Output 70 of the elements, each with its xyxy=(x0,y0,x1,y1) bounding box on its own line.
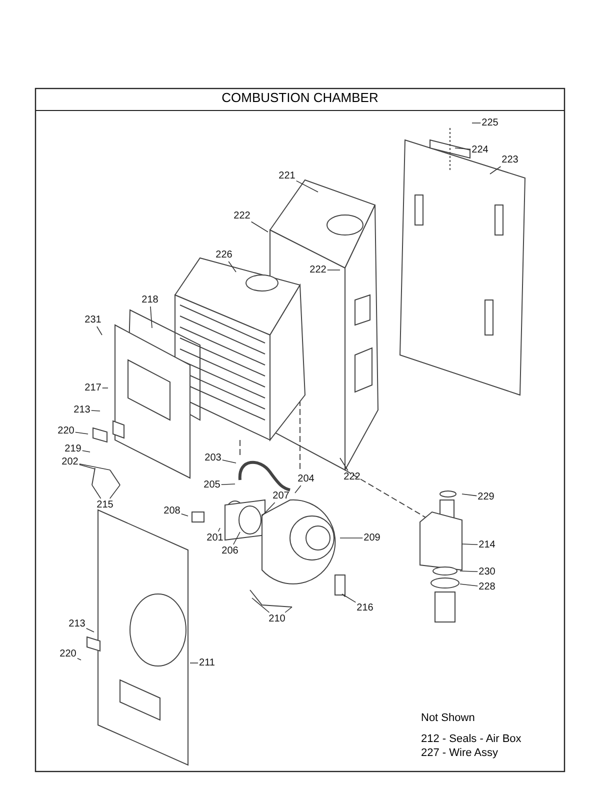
leader-line xyxy=(90,410,100,412)
leader-line xyxy=(460,570,478,572)
diagram-title: COMBUSTION CHAMBER xyxy=(220,90,380,105)
leader-line xyxy=(340,458,348,471)
callout-number: 207 xyxy=(272,490,290,502)
callout-number: 221 xyxy=(278,170,296,182)
callout-number: 213 xyxy=(74,404,90,416)
leader-line xyxy=(74,432,88,434)
leader-line xyxy=(92,484,102,499)
callout-number: 222 xyxy=(234,210,250,222)
callout-number: 229 xyxy=(478,492,494,502)
callout-number: 201 xyxy=(206,532,224,544)
leader-line xyxy=(220,484,236,485)
callout-number: 211 xyxy=(199,658,215,668)
callout-number: 220 xyxy=(60,648,76,660)
callout-number: 220 xyxy=(58,426,74,436)
leader-line xyxy=(78,463,110,470)
callout-number: 222 xyxy=(344,472,360,482)
note-text: 212 - Seals - Air Box xyxy=(421,733,522,745)
leader-line xyxy=(252,598,270,613)
callout-number: 215 xyxy=(96,500,114,510)
leader-line xyxy=(190,662,198,664)
leader-line xyxy=(86,628,94,632)
callout-number: 231 xyxy=(84,314,102,326)
leader-line xyxy=(109,484,120,499)
leader-line xyxy=(454,148,472,150)
callout-number: 209 xyxy=(364,532,380,544)
callout-number: 208 xyxy=(164,506,180,516)
leader-line xyxy=(180,514,188,516)
leader-line xyxy=(218,528,220,532)
callout-number: 213 xyxy=(68,618,86,630)
callout-number: 228 xyxy=(478,582,496,592)
leader-line xyxy=(284,606,292,613)
callout-number: 216 xyxy=(356,602,374,614)
callout-number: 225 xyxy=(482,118,498,128)
callout-number: 222 xyxy=(310,264,326,276)
leader-line xyxy=(296,180,318,192)
callout-number: 223 xyxy=(502,154,518,166)
callout-number: 210 xyxy=(268,614,286,624)
leader-line xyxy=(462,494,478,496)
callout-number: 203 xyxy=(204,452,222,464)
callout-number: 224 xyxy=(472,144,488,156)
callout-number: 226 xyxy=(216,250,232,260)
leader-line xyxy=(76,658,82,660)
leader-line xyxy=(294,485,302,494)
leader-line xyxy=(150,306,152,328)
leader-line xyxy=(250,221,268,232)
callout-number: 219 xyxy=(64,444,82,454)
note-text: Not Shown xyxy=(421,712,475,724)
note-text: 227 - Wire Assy xyxy=(421,747,498,759)
leader-line xyxy=(96,326,102,336)
leader-line xyxy=(462,544,478,546)
callout-number: 202 xyxy=(62,456,78,468)
callout-number: 217 xyxy=(84,382,102,394)
leader-line xyxy=(490,166,502,174)
leader-line xyxy=(233,532,240,545)
callout-number: 206 xyxy=(222,546,238,556)
leader-line xyxy=(342,594,356,603)
leader-line xyxy=(82,450,90,452)
callout-number: 230 xyxy=(478,566,496,578)
leader-line xyxy=(472,122,482,124)
leader-line xyxy=(228,261,236,272)
leader-line xyxy=(460,584,478,586)
leader-line xyxy=(262,502,276,516)
callout-number: 214 xyxy=(478,540,496,550)
leader-line xyxy=(222,460,236,464)
callout-number: 204 xyxy=(298,474,314,484)
callout-number: 218 xyxy=(142,294,158,306)
leader-line xyxy=(78,464,96,470)
callout-number: 205 xyxy=(204,480,220,490)
